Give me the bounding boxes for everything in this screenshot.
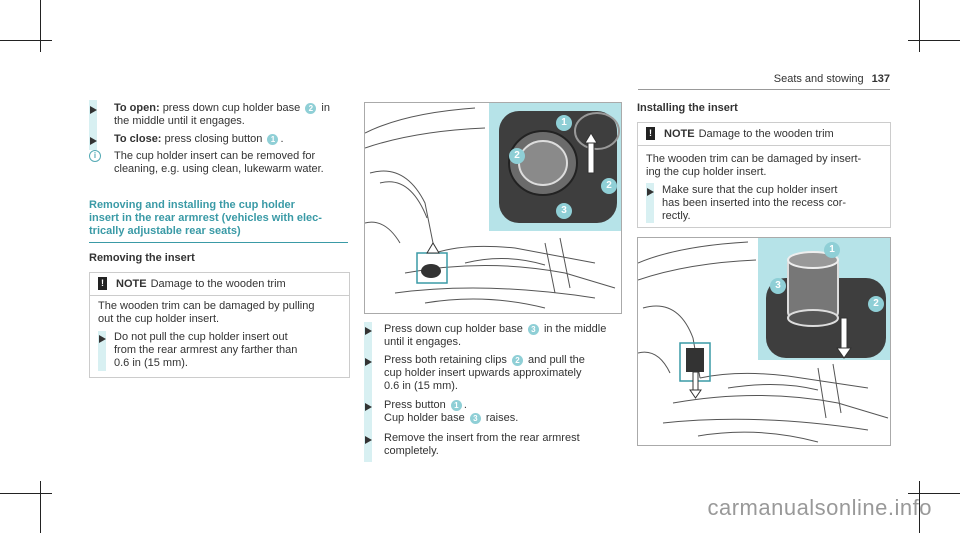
step-bar (89, 100, 97, 150)
step-arrow-icon (365, 327, 372, 335)
step-press-button: Press button 1.Cup holder base 3 raises. (384, 399, 519, 424)
info-icon: i (89, 150, 101, 162)
step-arrow-icon (90, 137, 97, 145)
open-step: To open: press down cup holder base 2 in… (114, 102, 330, 127)
info-text: The cup holder insert can be removed for… (114, 150, 324, 175)
figure-installing: 1 3 2 (637, 237, 891, 446)
step-bar (98, 331, 106, 371)
crop-mark (0, 40, 52, 41)
badge-3: 3 (469, 412, 481, 424)
step-arrow-icon (99, 335, 106, 343)
header-rule (638, 89, 890, 90)
step-arrow-icon (365, 403, 372, 411)
sub-title-removing: Removing the insert (89, 252, 195, 264)
badge-3: 3 (527, 323, 539, 335)
sub-title-installing: Installing the insert (637, 102, 738, 114)
step-bar (646, 183, 654, 223)
seat-illustration (638, 241, 889, 443)
figure-badge-3: 3 (556, 203, 572, 219)
section-rule (89, 242, 348, 243)
crop-mark (0, 493, 52, 494)
figure-badge-1: 1 (556, 115, 572, 131)
page-header: Seats and stowing 137 (774, 73, 890, 85)
step-press-base: Press down cup holder base 3 in the midd… (384, 323, 607, 348)
figure-badge-2b: 2 (601, 178, 617, 194)
note-body: The wooden trim can be damaged by pullin… (98, 300, 315, 325)
crop-mark (908, 493, 960, 494)
crop-mark (919, 0, 920, 52)
figure-removing: 1 2 2 3 (364, 102, 622, 314)
watermark: carmanualsonline.info (707, 495, 932, 520)
crop-mark (919, 481, 920, 533)
crop-mark (40, 481, 41, 533)
warning-icon: ! (646, 127, 655, 140)
cupholder-detail (679, 251, 886, 399)
header-section: Seats and stowing (773, 73, 864, 85)
note-body: The wooden trim can be damaged by insert… (646, 153, 862, 178)
figure-badge-3: 3 (770, 278, 786, 294)
step-retaining-clips: Press both retaining clips 2 and pull th… (384, 354, 585, 392)
badge-1: 1 (267, 133, 279, 145)
badge-2: 2 (511, 354, 523, 366)
step-arrow-icon (365, 358, 372, 366)
badge-1: 1 (450, 399, 462, 411)
step-bar (364, 322, 372, 462)
close-step: To close: press closing button 1. (114, 133, 284, 145)
figure-badge-2: 2 (868, 296, 884, 312)
step-arrow-icon (647, 188, 654, 196)
step-arrow-icon (365, 436, 372, 444)
warning-icon: ! (98, 277, 107, 290)
page-number: 137 (871, 73, 890, 85)
badge-2: 2 (305, 102, 317, 114)
step-arrow-icon (90, 106, 97, 114)
cupholder-detail (416, 111, 620, 284)
figure-badge-2: 2 (509, 148, 525, 164)
crop-mark (40, 0, 41, 52)
crop-mark (908, 40, 960, 41)
figure-badge-1: 1 (824, 242, 840, 258)
